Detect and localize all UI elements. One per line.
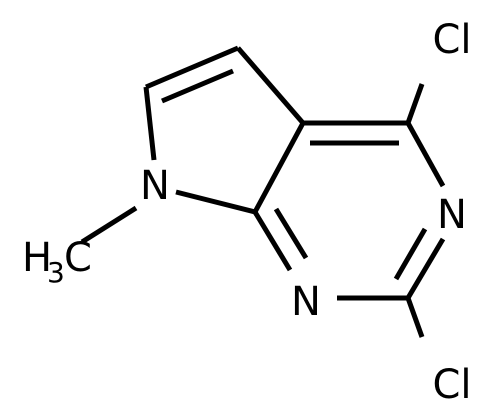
bond-n7-methyl bbox=[80, 205, 138, 245]
atom-labels: N N N Cl Cl H 3 C bbox=[22, 17, 472, 408]
bond-c6-c5-inner bbox=[161, 68, 234, 104]
bond-c7a-n7 bbox=[175, 189, 256, 215]
bond-n3-c2 bbox=[405, 237, 446, 300]
methyl-c: C bbox=[64, 235, 92, 281]
methyl-label: H 3 C bbox=[22, 235, 92, 289]
bond-c4a-c7a bbox=[252, 121, 306, 214]
methyl-subscript: 3 bbox=[47, 256, 65, 289]
atom-cl4: Cl bbox=[432, 17, 471, 63]
atom-n1: N bbox=[291, 279, 321, 325]
atom-cl2: Cl bbox=[432, 362, 471, 408]
bond-n1-c7a-inner bbox=[273, 207, 309, 260]
methyl-h: H bbox=[22, 235, 52, 281]
bond-n3-c2-inner bbox=[393, 227, 428, 281]
bonds bbox=[80, 45, 446, 338]
bond-c2-cl bbox=[405, 297, 425, 338]
bond-n7-c6 bbox=[143, 86, 157, 161]
bond-c6-c5 bbox=[145, 45, 239, 90]
bond-c5-c4a bbox=[236, 46, 305, 125]
atom-n3: N bbox=[437, 192, 467, 238]
bond-n1-c7a bbox=[252, 210, 293, 272]
bond-c4-cl bbox=[405, 83, 425, 124]
atom-n7: N bbox=[140, 163, 170, 209]
bond-c4-n3 bbox=[405, 121, 446, 188]
